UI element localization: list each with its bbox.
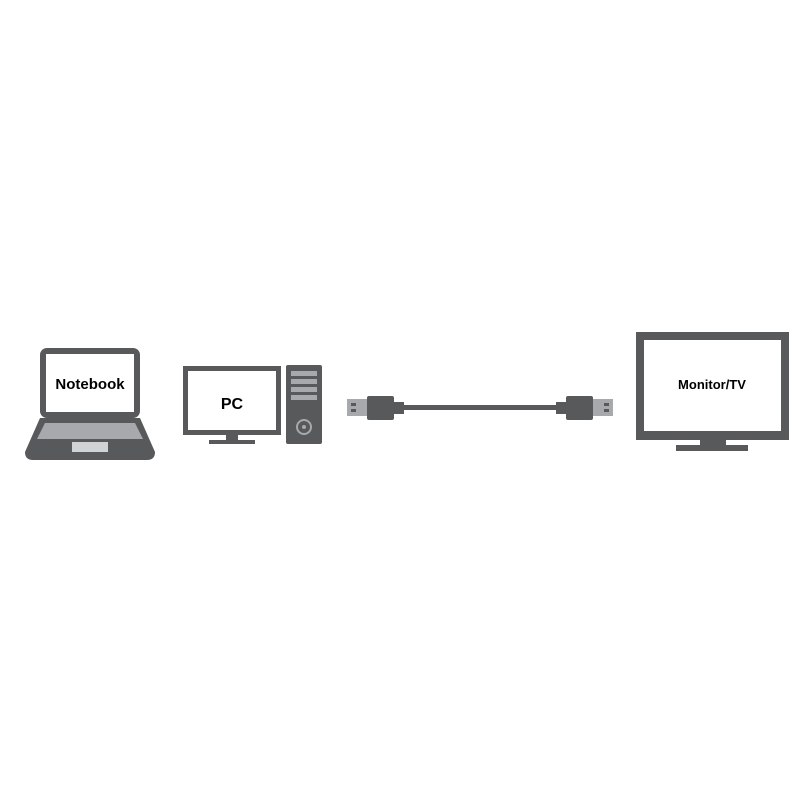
usb-plug-left-housing (367, 396, 394, 420)
pc-tower-power-button-icon (296, 419, 312, 435)
usb-cable-icon (347, 396, 613, 420)
notebook-screen (46, 354, 134, 412)
usb-plug-left-contact (351, 403, 356, 406)
pc-monitor-stand (209, 440, 255, 444)
usb-plug-left-strain-relief (394, 402, 404, 414)
usb-plug-left-metal (347, 399, 367, 416)
pc-tower-drive-bay (291, 395, 317, 400)
pc-tower-icon (286, 365, 322, 444)
pc-label: PC (221, 396, 244, 413)
monitor-stand (676, 445, 748, 451)
monitor-screen (644, 340, 781, 431)
monitor-tv-icon: Monitor/TV (636, 332, 789, 451)
usb-plug-left-contact (351, 409, 356, 412)
monitor-neck (700, 440, 726, 445)
notebook-icon: Notebook (25, 348, 155, 460)
usb-plug-right-metal (593, 399, 613, 416)
usb-cable-wire (404, 405, 556, 410)
usb-plug-right-contact (604, 409, 609, 412)
pc-tower-drive-bay (291, 371, 317, 376)
usb-plug-right-strain-relief (556, 402, 566, 414)
usb-plug-right-housing (566, 396, 593, 420)
monitor-label: Monitor/TV (678, 377, 746, 392)
pc-monitor-screen (188, 371, 276, 430)
notebook-label: Notebook (55, 376, 125, 393)
pc-icon: PC (183, 365, 322, 444)
notebook-touchpad (72, 442, 108, 452)
pc-tower-power-dot (302, 425, 306, 429)
pc-monitor-neck (226, 435, 238, 440)
notebook-keyboard (37, 423, 143, 439)
pc-tower-drive-bay (291, 387, 317, 392)
usb-plug-right-contact (604, 403, 609, 406)
pc-tower-drive-bay (291, 379, 317, 384)
